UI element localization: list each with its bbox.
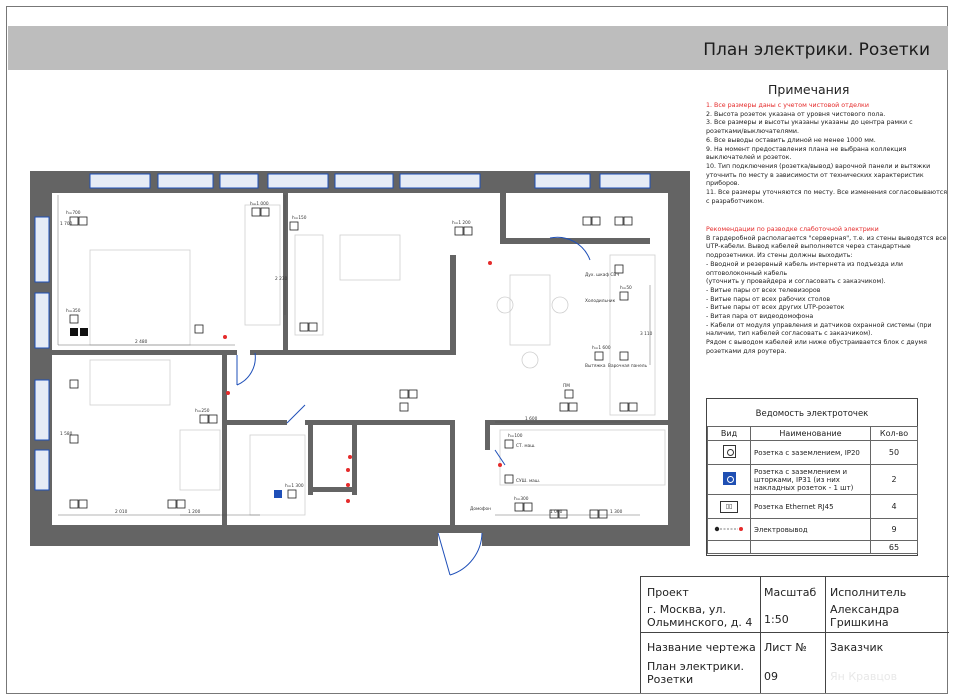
dim-label: 2 230 (275, 276, 288, 282)
recommendations-title: Рекомендации по разводке слаботочной эле… (706, 226, 879, 233)
height-label: h=300 (514, 496, 529, 502)
fixture-label: Вытяжка (585, 363, 606, 369)
height-label: h=1 300 (285, 483, 304, 489)
client-value: Ян Кравцов (830, 670, 898, 683)
note-item: 1. Все размеры даны с учетом чистовой от… (706, 102, 869, 109)
author-label: Исполнитель (830, 586, 907, 599)
dimension-lines (57, 195, 651, 516)
legend-header: Вид (707, 426, 751, 441)
project-value: г. Москва, ул. Ольминского, д. 4 (647, 603, 753, 629)
dim-label: 2 480 (135, 339, 148, 345)
title-bar: План электрики. Розетки (8, 26, 948, 70)
fixture-label: Холодильник (585, 298, 616, 304)
recommendation-line: - Витая пара от видеодомофона (706, 313, 814, 321)
recommendation-line: - Витые пары от всех телевизоров (706, 286, 821, 294)
notes-title: Примечания (768, 82, 850, 97)
client-label: Заказчик (830, 641, 884, 654)
legend-title: Ведомость электроточек (755, 409, 869, 419)
author-value: Александра Гришкина (830, 603, 900, 629)
legend-header: Наименование (750, 426, 871, 441)
floor-plan: 2 480 2 010 1 200 1 600 1 000 1 300 3 11… (30, 171, 690, 576)
fixture-label: ПМ (563, 383, 570, 389)
recommendations: Рекомендации по разводке слаботочной эле… (706, 226, 950, 357)
page-title: План электрики. Розетки (703, 40, 930, 60)
height-label: h=700 (66, 210, 81, 216)
height-label: h=250 (195, 408, 210, 414)
note-item: 10. Тип подключения (розетка/вывод) варо… (706, 162, 931, 188)
note-item: 9. На момент предоставления плана не выб… (706, 145, 907, 162)
legend-qty: 50 (870, 440, 918, 465)
drawing-value: План электрики. Розетки (647, 660, 745, 686)
note-item: 2. Высота розеток указана от уровня чист… (706, 110, 886, 118)
legend-header: Кол-во (870, 426, 918, 441)
height-label: h=1 000 (250, 201, 269, 207)
dim-label: 1 000 (550, 509, 563, 515)
dim-label: 1 600 (525, 416, 538, 422)
socket-blue-icon (722, 472, 736, 485)
height-label: h=150 (292, 215, 307, 221)
project-label: Проект (647, 586, 689, 599)
notes-list: 1. Все размеры даны с учетом чистовой от… (706, 102, 950, 206)
legend-name: Розетка с заземлением, IP20 (750, 440, 871, 465)
note-item: 6. Все выводы оставить длиной не менее 1… (706, 136, 876, 144)
drawing-label: Название чертежа (647, 641, 756, 654)
dim-label: 2 010 (115, 509, 128, 515)
height-label: h=1 200 (452, 220, 471, 226)
recommendation-line: - Вводной и резервный кабель интернета и… (706, 260, 903, 277)
scale-value: 1:50 (764, 613, 789, 626)
sheet-value: 09 (764, 670, 778, 683)
height-label: h=50 (620, 285, 632, 291)
fixture-label: СТ. маш. (516, 443, 536, 449)
legend-name: Розетка с заземлением и шторками, IP31 (… (750, 464, 871, 495)
scale-label: Масштаб (764, 586, 817, 599)
recommendation-line: (уточнить у провайдера и согласовать с з… (706, 278, 886, 286)
sockets (69, 207, 638, 519)
legend-total: 65 (870, 540, 918, 554)
height-label: h=100 (508, 433, 523, 439)
sheet-label: Лист № (764, 641, 807, 654)
dim-label: 1 700 (60, 221, 73, 227)
special-sockets (70, 328, 282, 498)
recommendation-line: - Витые пары от всех других UTP-розеток (706, 304, 845, 312)
title-block: Проект г. Москва, ул. Ольминского, д. 4 … (640, 576, 949, 693)
dim-label: 1 580 (60, 431, 73, 437)
wire-outlet-icon (714, 526, 743, 531)
windows (34, 173, 651, 491)
recommendation-line: - Витые пары от всех рабочих столов (706, 295, 831, 303)
wire-outlets (223, 261, 502, 503)
legend-qty: 4 (870, 494, 918, 519)
dimension-labels: 2 480 2 010 1 200 1 600 1 000 1 300 3 11… (60, 201, 653, 515)
recommendation-line: В гардеробной располагается "серверная",… (706, 234, 947, 260)
legend-qty: 2 (870, 464, 918, 495)
legend-qty: 9 (870, 518, 918, 541)
legend-name: Электровывод (750, 518, 871, 541)
furniture (89, 204, 666, 516)
note-item: 3. Все размеры и высоты указаны указаны … (706, 119, 913, 136)
note-item: 11. Все размеры уточняются по месту. Все… (706, 189, 948, 205)
legend-name: Розетка Ethernet RJ45 (750, 494, 871, 519)
legend-table: Ведомость электроточек Вид Наименование … (706, 398, 918, 556)
socket-icon (722, 445, 736, 458)
fixture-label: Домофон (470, 506, 491, 512)
fixture-label: СУШ. маш. (516, 478, 540, 484)
fixture-label: Дух. шкаф СВЧ (585, 272, 619, 278)
fixture-label: Варочная панель (608, 363, 648, 369)
legend-grid: Вид Наименование Кол-во Розетка с заземл… (707, 426, 918, 554)
recommendation-line: - Кабели от модуля управления и датчиков… (706, 321, 932, 338)
dim-label: 3 110 (640, 331, 653, 337)
walls (30, 171, 690, 546)
ethernet-icon: ▯▯ (720, 500, 738, 513)
recommendation-line: Рядом с выводом кабелей или ниже обустра… (706, 339, 927, 355)
dim-label: 1 300 (610, 509, 623, 515)
height-label: h=350 (66, 308, 81, 314)
height-label: h=1 600 (592, 345, 611, 351)
doors (236, 236, 591, 576)
dim-label: 1 200 (188, 509, 201, 515)
